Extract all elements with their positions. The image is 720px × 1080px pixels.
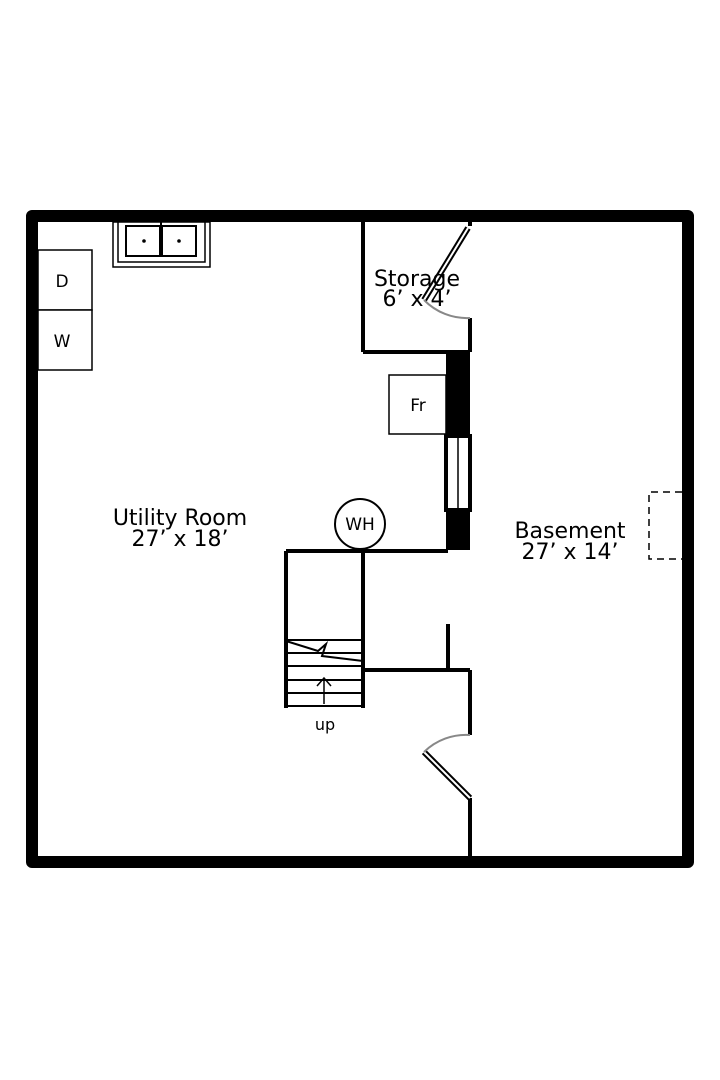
basement-room-name: Basement (514, 519, 625, 544)
partition-wall-upper (444, 352, 472, 550)
stair-enclosure (284, 549, 472, 858)
dryer: D (37, 249, 93, 311)
utility-room-name: Utility Room (113, 506, 247, 531)
utility-room-size: 27’ x 18’ (132, 527, 229, 552)
water-heater-label: WH (345, 515, 375, 535)
outer-wall (26, 210, 694, 868)
fridge-label: Fr (410, 396, 426, 416)
dashed-opening (648, 491, 682, 560)
washer: W (37, 309, 93, 371)
stair-break-line (285, 640, 364, 662)
water-heater: WH (334, 498, 386, 550)
stair-up-arrow-icon (316, 676, 332, 704)
stair-direction-label: up (315, 715, 335, 734)
basement-room-size: 27’ x 14’ (522, 540, 619, 565)
double-sink (112, 221, 211, 268)
storage-room-name: Storage (374, 267, 460, 292)
dryer-label: D (55, 272, 68, 292)
washer-label: W (54, 332, 71, 352)
storage-room-size: 6’ x 4’ (383, 287, 452, 312)
fridge: Fr (388, 374, 447, 435)
storage-door (421, 226, 471, 320)
basement-door (421, 733, 473, 801)
